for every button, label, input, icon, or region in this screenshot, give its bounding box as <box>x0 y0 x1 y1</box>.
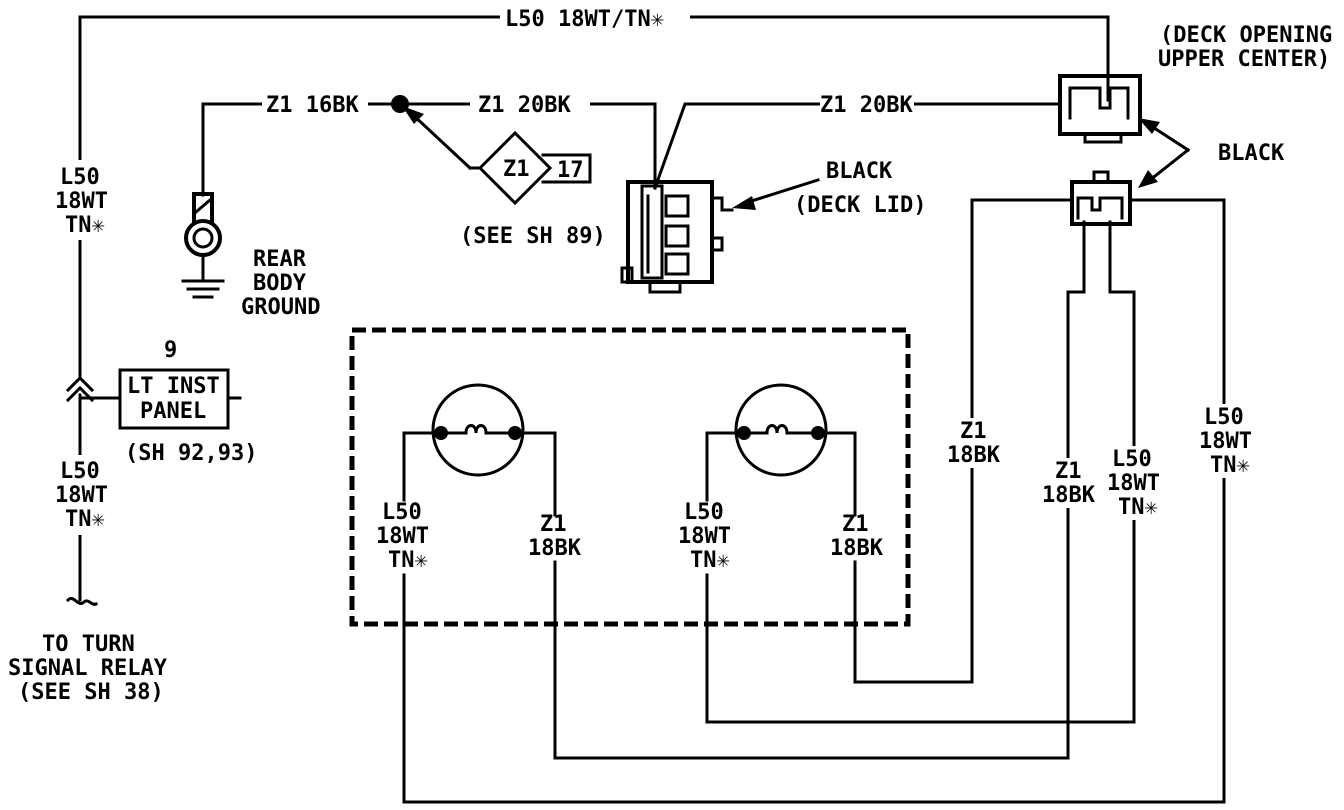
lamp-1-icon <box>402 383 557 517</box>
splice-diamond: Z1 17 (SEE SH 89) <box>460 130 606 249</box>
right-d-2: 18WT <box>1199 429 1252 454</box>
turn-signal-note: TO TURN SIGNAL RELAY (SEE SH 38) <box>8 632 168 705</box>
right-c-2: 18WT <box>1107 471 1160 496</box>
lamp1-right-1: Z1 <box>540 512 567 537</box>
lamp2-left-3: TN✳ <box>690 548 730 573</box>
deck-opening-line-1: (DECK OPENING <box>1160 23 1332 48</box>
left-upper-label-2: 18WT <box>55 189 108 214</box>
lamp2-left-1: L50 <box>684 500 724 525</box>
lamp1-left-2: 18WT <box>376 524 429 549</box>
black-right-callout: BLACK <box>1138 118 1285 188</box>
splice-point: Z1 20BK <box>391 90 657 190</box>
right-wire-labels: Z1 18BK Z1 18BK L50 18WT TN✳ L50 18WT TN… <box>947 404 1256 520</box>
lamp1-right-2: 18BK <box>528 536 582 561</box>
ground-eyelet-icon <box>181 192 225 299</box>
deck-lid-connector-icon: Z1 20BK BLACK (DECK LID) <box>620 90 1062 294</box>
panel-name-line-1: LT INST <box>127 374 220 399</box>
lamp2-right-1: Z1 <box>842 512 869 537</box>
turn-signal-line-1: TO TURN <box>42 632 135 657</box>
see-sh89: (SEE SH 89) <box>460 224 606 249</box>
right-a-1: Z1 <box>960 419 987 444</box>
deck-opening-connector-icon: (DECK OPENING UPPER CENTER) <box>1058 23 1332 144</box>
lamp1-left-3: TN✳ <box>388 548 428 573</box>
panel-number: 9 <box>164 338 177 363</box>
left-lower-label-1: L50 <box>60 459 100 484</box>
deck-opening-line-2: UPPER CENTER) <box>1158 47 1330 72</box>
lamp-wire-labels: L50 18WT TN✳ Z1 18BK L50 18WT TN✳ Z1 18B… <box>376 500 884 573</box>
black-deck-label: BLACK <box>826 159 893 184</box>
right-d-1: L50 <box>1204 405 1244 430</box>
lamp2-left-2: 18WT <box>678 524 731 549</box>
lamp1-left-1: L50 <box>382 500 422 525</box>
deck-lid-label: (DECK LID) <box>794 193 926 218</box>
lt-inst-panel: 9 LT INST PANEL (SH 92,93) <box>78 338 257 466</box>
splice-number: 17 <box>557 158 584 183</box>
lamp-housing <box>349 327 911 627</box>
ground-wire: Z1 16BK <box>201 90 402 197</box>
ground-wire-label: Z1 16BK <box>266 93 359 118</box>
deck-wire-label: Z1 20BK <box>820 93 913 118</box>
left-wire: L50 18WT TN✳ L50 18WT TN✳ <box>52 160 110 606</box>
turn-signal-line-2: SIGNAL RELAY <box>8 656 168 681</box>
top-wire-label: L50 18WT/TN✳ <box>505 7 664 32</box>
left-lower-label-3: TN✳ <box>65 507 105 532</box>
top-wire: L50 18WT/TN✳ <box>78 4 1110 347</box>
black-right-label: BLACK <box>1218 141 1285 166</box>
ground-label-2: BODY <box>253 271 307 296</box>
return-wires <box>402 198 1226 804</box>
left-upper-label-1: L50 <box>60 165 100 190</box>
left-lower-label-2: 18WT <box>55 483 108 508</box>
right-d-3: TN✳ <box>1210 453 1250 478</box>
ground-label-1: REAR <box>253 247 307 272</box>
right-b-1: Z1 <box>1055 459 1082 484</box>
right-c-1: L50 <box>1112 447 1152 472</box>
panel-reference: (SH 92,93) <box>125 441 257 466</box>
splice-id: Z1 <box>503 157 530 182</box>
turn-signal-line-3: (SEE SH 38) <box>18 680 164 705</box>
left-upper-label-3: TN✳ <box>65 213 105 238</box>
ground-label-3: GROUND <box>241 295 320 320</box>
lower-connector-icon <box>1070 170 1132 226</box>
lamp2-right-2: 18BK <box>830 536 884 561</box>
splice-wire-label: Z1 20BK <box>478 93 571 118</box>
right-c-3: TN✳ <box>1118 495 1158 520</box>
right-a-2: 18BK <box>947 443 1001 468</box>
rear-body-ground-label: REAR BODY GROUND <box>241 247 320 320</box>
right-b-2: 18BK <box>1042 483 1096 508</box>
lamp-2-icon <box>705 383 857 517</box>
panel-name-line-2: PANEL <box>140 399 206 424</box>
